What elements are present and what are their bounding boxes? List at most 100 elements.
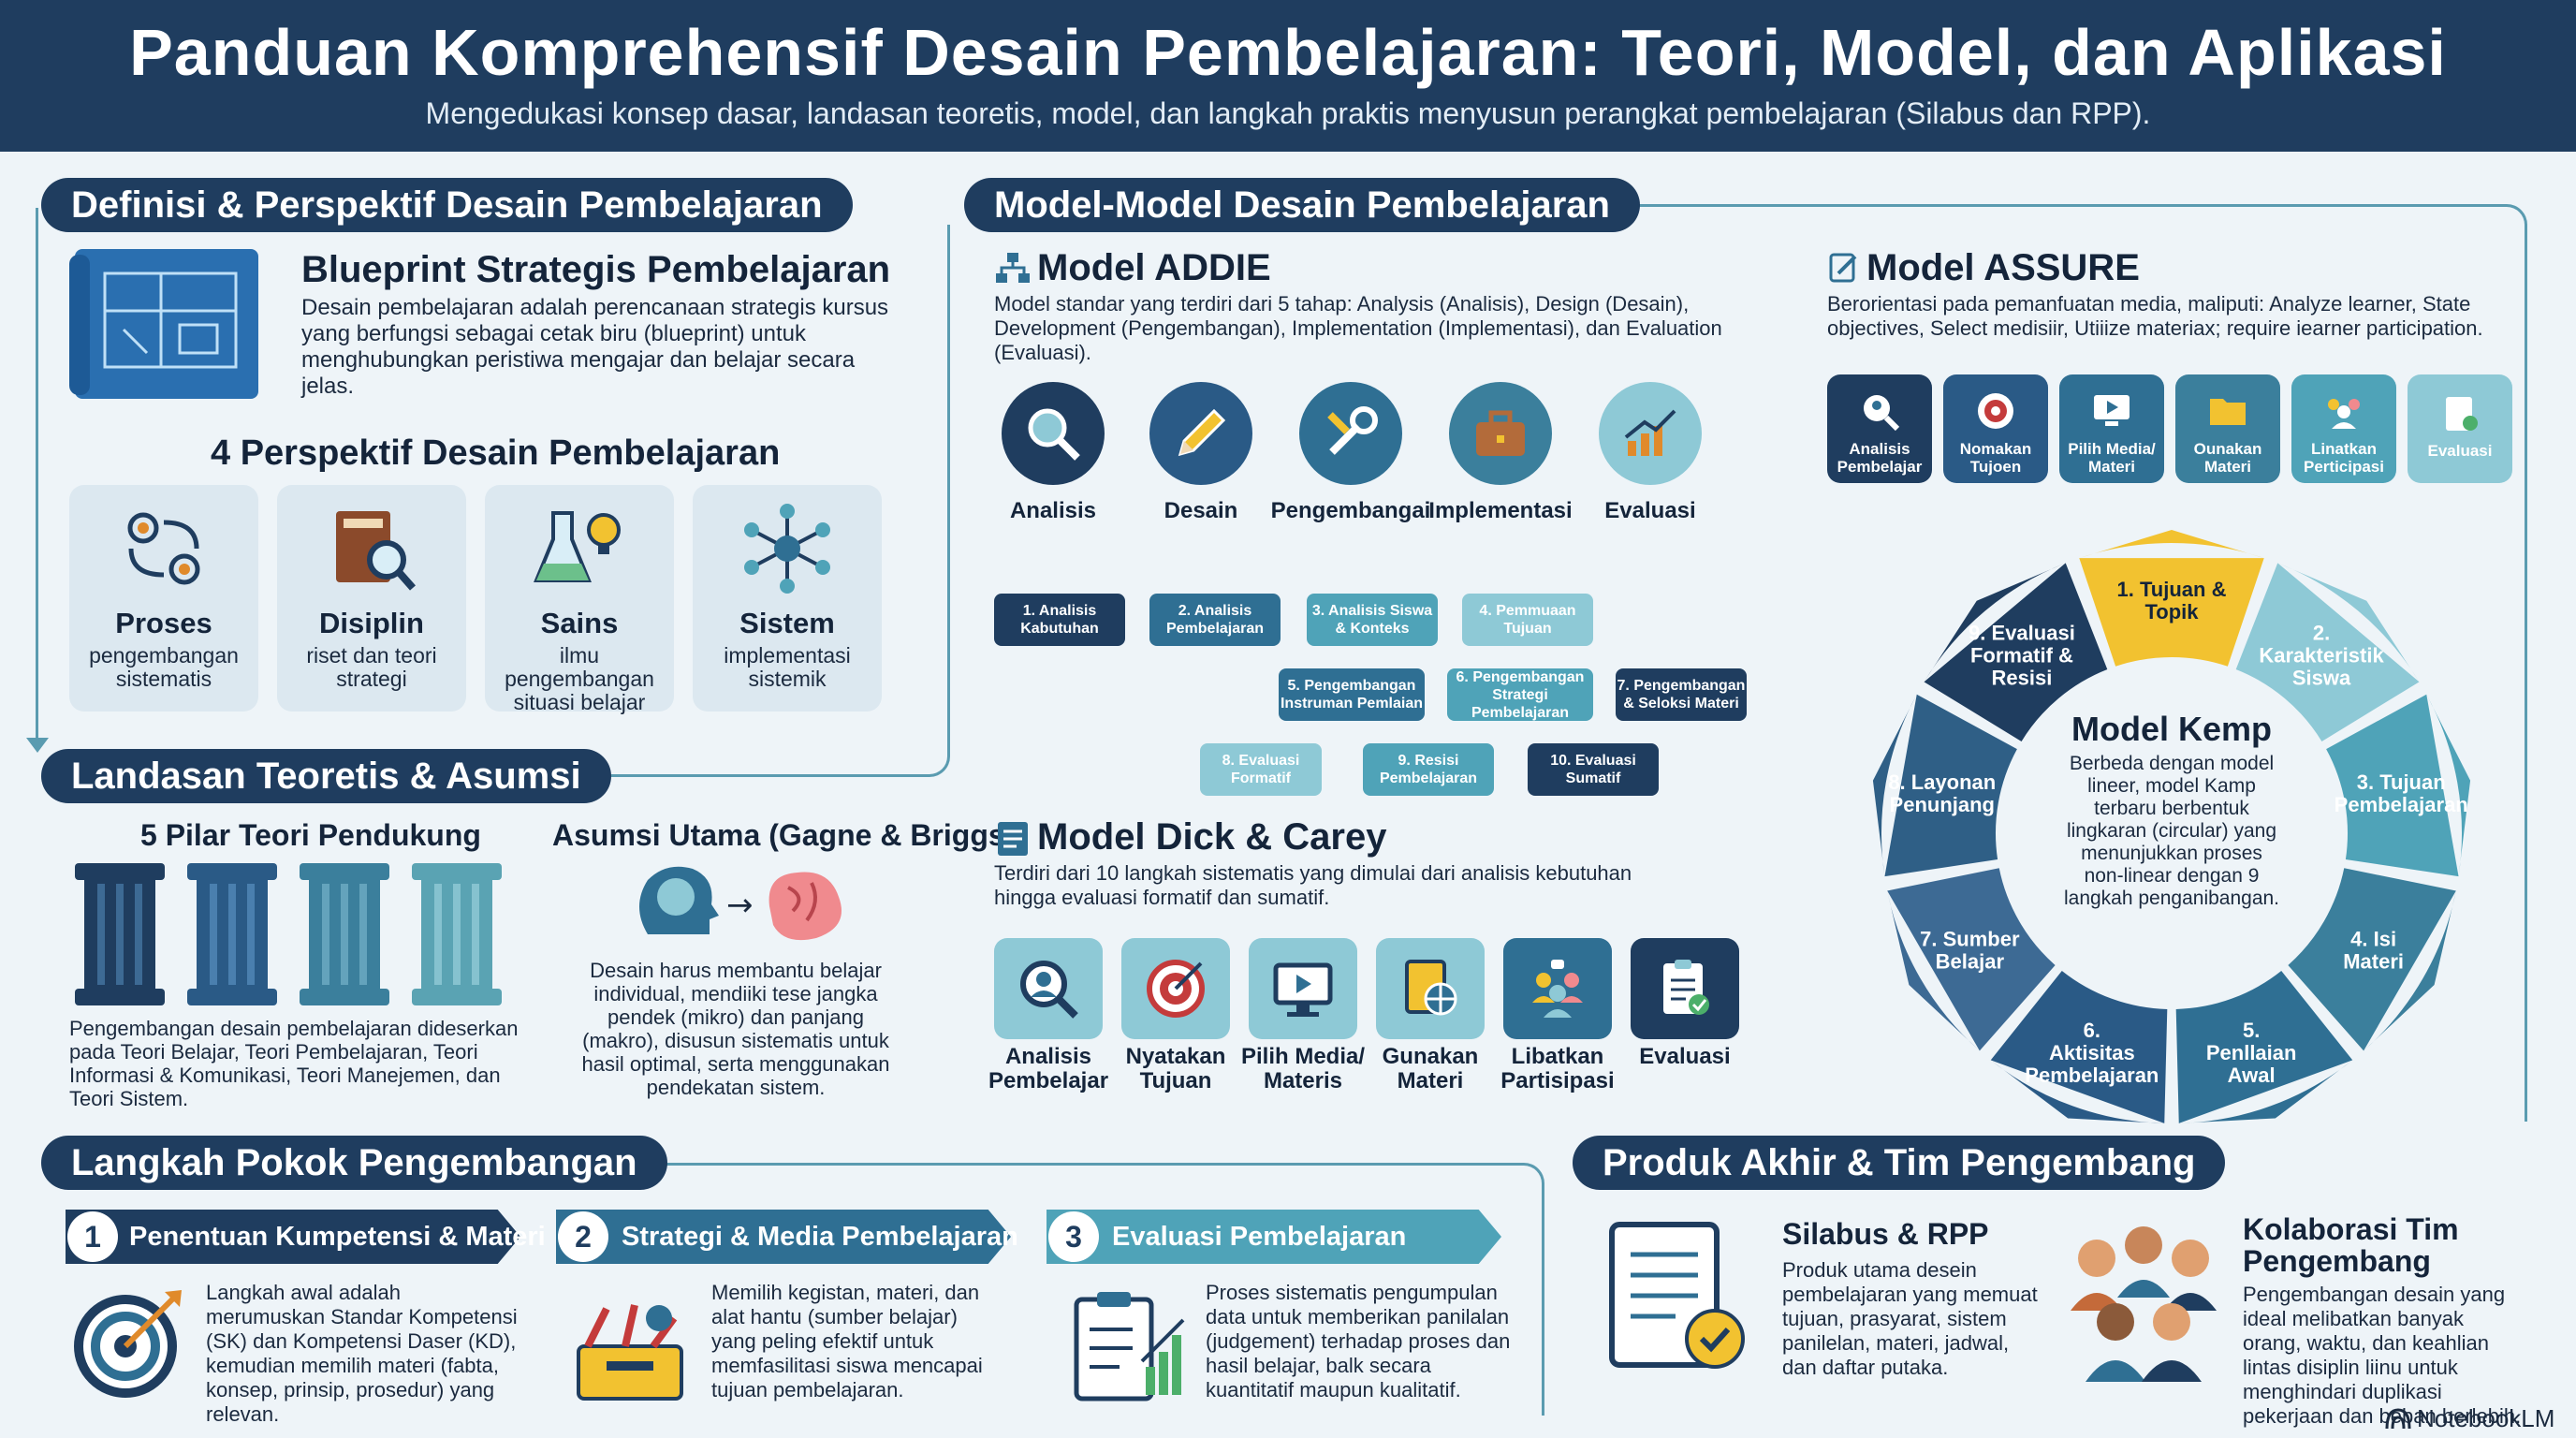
toolbox-icon — [569, 1299, 691, 1407]
search-user-icon — [1864, 395, 1900, 432]
dick-box-9: 9. Resisi Pembelajaran — [1363, 743, 1494, 796]
kemp-title: Model Kemp — [2071, 710, 2272, 748]
svg-text:→: → — [726, 887, 754, 924]
langkah-title-3: Evaluasi Pembelajaran — [1112, 1222, 1407, 1252]
dick-box-5: 5. Pengembangan Instruman Pemlaian — [1279, 668, 1425, 721]
dick-desc: Terdiri dari 10 langkah sistematis yang … — [994, 861, 1632, 909]
assure-step-5: Evaluasi — [2427, 441, 2493, 460]
growth-chart-icon — [1599, 382, 1702, 485]
clipboard-chart-icon — [1067, 1286, 1189, 1413]
addie-title: Model ADDIE — [1037, 247, 1271, 288]
blueprint-icon — [67, 245, 264, 404]
connector-line — [571, 225, 950, 777]
langkah-title-2: Strategi & Media Pembelajaran — [622, 1222, 1018, 1252]
page-subtitle: Mengedukasi konsep dasar, landasan teore… — [425, 96, 2151, 130]
langkah-text-1: Langkah awal adalah merumuskan Standar K… — [206, 1281, 518, 1426]
assure-step-1: Nomakan Tujoen — [1959, 440, 2032, 476]
langkah-step-2 — [556, 1210, 1011, 1264]
kemp-desc: Berbeda dengan model lineer, model Kamp … — [2063, 753, 2280, 909]
assure-step-4: Linatkan Perticipasi — [2304, 440, 2384, 476]
kemp-segment — [1872, 694, 2017, 877]
section-title-models: Model-Model Desain Pembelajaran — [964, 178, 1640, 232]
addie-step-4: Evaluasi — [1604, 498, 1696, 523]
dick-title: Model Dick & Carey — [1037, 816, 1387, 858]
tools-icon — [1299, 382, 1402, 485]
section-title-definisi: Definisi & Perspektif Desain Pembelajara… — [41, 178, 853, 232]
target-icon — [1121, 938, 1230, 1039]
perspektif-desc-3: implementasi sistemik — [724, 643, 851, 691]
perspektif-title-1: Disiplin — [319, 607, 424, 639]
team-people-icon — [2059, 1217, 2228, 1390]
notepad-icon — [1827, 251, 1861, 289]
connector-line — [1591, 204, 2527, 1122]
footer-brand-label: NotebookLM — [2417, 1404, 2555, 1432]
assure-tile-2: Pilih Media/ Materi — [2059, 374, 2164, 483]
langkah-text-2: Memilih kegistan, materi, dan alat hantu… — [711, 1281, 983, 1401]
pilar-title: 5 Pilar Teori Pendukung — [140, 818, 481, 852]
dick-box-7: 7. Pengembangan & Seloksi Materi — [1616, 668, 1747, 721]
perspektif-desc-1: riset dan teori strategi — [306, 643, 437, 691]
page-title: Panduan Komprehensif Desain Pembelajaran… — [129, 16, 2447, 89]
monitor-icon — [1249, 938, 1357, 1039]
head-to-brain-icon: → — [629, 859, 854, 953]
document-globe-icon — [1376, 938, 1485, 1039]
flask-bulb-icon — [533, 502, 626, 600]
perspektif-card-proses: Proses pengembangan sistematis — [69, 485, 258, 712]
perspektif-title-0: Proses — [115, 607, 212, 639]
kemp-segment — [2326, 694, 2471, 877]
dick-box-3: 3. Analisis Siswa & Konteks — [1307, 594, 1438, 646]
pillars-icon — [69, 863, 509, 1007]
pilar-text: Pengembangan desain pembelajaran dideser… — [69, 1017, 519, 1110]
section-title-landasan: Landasan Teoretis & Asumsi — [41, 749, 611, 803]
briefcase-icon — [1449, 382, 1552, 485]
langkah-step-3 — [1046, 1210, 1501, 1264]
connector-line — [599, 1163, 1544, 1416]
assure-tile-4: Linatkan Perticipasi — [2291, 374, 2396, 483]
perspektif-card-disiplin: Disiplin riset dan teori strategi — [277, 485, 466, 712]
notebooklm-logo-icon — [2385, 1407, 2411, 1429]
book-search-icon — [325, 502, 418, 600]
arrow-down-icon — [26, 738, 49, 753]
langkah-step-1 — [66, 1210, 520, 1264]
document-icon — [994, 820, 1032, 862]
assure-step-2: Pilih Media/ Materi — [2068, 440, 2156, 476]
target-arrow-icon — [73, 1286, 185, 1403]
dick-step-2: Pilih Media/ Materis — [1240, 1044, 1366, 1093]
monitor-icon — [2094, 395, 2130, 426]
kemp-segment — [2079, 530, 2264, 667]
connector-line — [36, 208, 38, 741]
perspektif-card-sistem: Sistem implementasi sistemik — [693, 485, 882, 712]
checklist-icon — [1631, 938, 1739, 1039]
langkah-title-1: Penentuan Kumpetensi & Materi — [129, 1222, 546, 1252]
perspektif-title-2: Sains — [540, 607, 619, 639]
addie-step-1: Desain — [1164, 498, 1238, 523]
assure-title: Model ASSURE — [1866, 247, 2140, 288]
assure-step-0: Analisis Pembelajar — [1837, 440, 1923, 476]
people-group-icon — [1503, 938, 1612, 1039]
addie-step-0: Analisis — [1009, 498, 1097, 523]
footer-brand: NotebookLM — [2385, 1404, 2554, 1433]
tim-title: Kolaborasi Tim Pengembang — [2243, 1212, 2459, 1278]
dick-step-5: Evaluasi — [1639, 1044, 1731, 1069]
langkah-text-3: Proses sistematis pengumpulan data untuk… — [1206, 1281, 1511, 1401]
langkah-num-2: 2 — [558, 1211, 608, 1262]
addie-step-2: Pengembangai — [1270, 498, 1431, 523]
perspektif-card-sains: Sains ilmu pengembangan situasi belajar — [485, 485, 674, 714]
blueprint-text: Desain pembelajaran adalah perencanaan s… — [301, 295, 889, 399]
assure-tile-3: Ounakan Materi — [2175, 374, 2280, 483]
dick-step-1: Nyatakan Tujuan — [1125, 1044, 1226, 1093]
kemp-segment-label: 1. Tujuan &Topik — [2117, 578, 2227, 624]
hierarchy-icon — [994, 251, 1032, 289]
dick-step-0: Analisis Pembelajar — [988, 1044, 1109, 1093]
assure-tile-5: Evaluasi — [2408, 374, 2512, 483]
addie-desc: Model standar yang terdiri dari 5 tahap:… — [994, 292, 1722, 364]
blueprint-title: Blueprint Strategis Pembelajaran — [301, 249, 891, 290]
target-icon — [1978, 393, 2013, 429]
